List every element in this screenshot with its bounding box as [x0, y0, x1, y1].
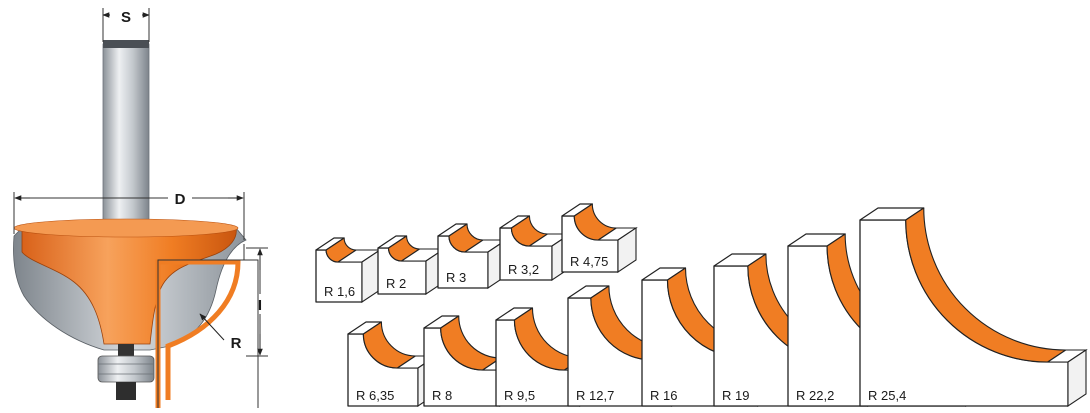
profile-block: R 2 — [377, 235, 446, 296]
profile-label: R 22,2 — [796, 388, 834, 403]
profile-label: R 12,7 — [576, 388, 614, 403]
label-d: D — [175, 191, 186, 208]
profile-label: R 9,5 — [504, 388, 535, 403]
profile-block: R 1,6 — [315, 237, 382, 304]
shank — [102, 43, 150, 235]
dimension-d: D — [13, 191, 245, 240]
profile-label: R 16 — [650, 388, 677, 403]
router-bit — [13, 40, 247, 400]
shank-top — [103, 40, 149, 48]
profile-blocks: R 1,6 R 2 R 3 R 3,2 R 4,75 R 6,35 R 8 R 9,5 R 12… — [315, 203, 1088, 408]
cutter-body — [21, 227, 237, 345]
profile-label: R 3 — [446, 270, 466, 285]
profile-label: R 6,35 — [356, 388, 394, 403]
profile-block: R 3 — [437, 223, 508, 290]
profile-label: R 1,6 — [324, 284, 355, 299]
dimension-i: I — [246, 247, 268, 357]
dimension-r: R — [199, 313, 242, 352]
profile-label: R 4,75 — [570, 254, 608, 269]
dimension-s: S — [102, 8, 150, 42]
profile-block: R 25,4 — [859, 207, 1088, 408]
profile-block: R 6,35 — [347, 321, 438, 408]
profile-label: R 2 — [386, 276, 406, 291]
profile-label: R 3,2 — [508, 262, 539, 277]
label-r: R — [231, 335, 242, 352]
profile-block: R 3,2 — [499, 215, 572, 282]
label-s: S — [121, 9, 131, 26]
label-i: I — [258, 297, 262, 314]
profile-label: R 25,4 — [868, 388, 906, 403]
bearing — [97, 355, 155, 383]
profile-label: R 19 — [722, 388, 749, 403]
profile-label: R 8 — [432, 388, 452, 403]
workpiece-profile — [155, 244, 259, 408]
profile-block: R 4,75 — [561, 203, 638, 274]
